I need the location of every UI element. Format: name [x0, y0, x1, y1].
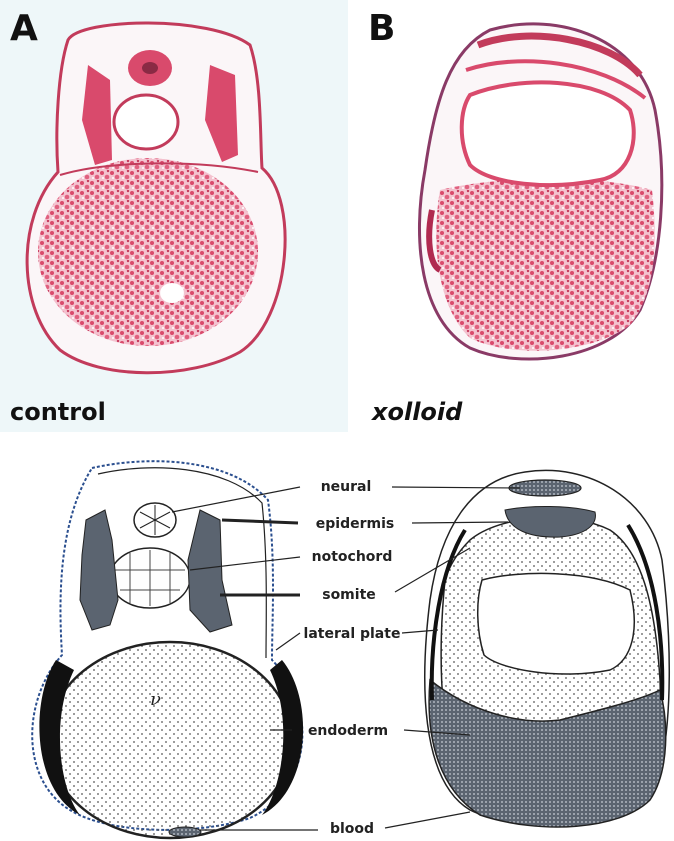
schematic-xolloid: [425, 470, 669, 827]
cavity-b: [462, 82, 634, 185]
label-epidermis: epidermis: [316, 516, 394, 532]
label-endoderm: endoderm: [308, 723, 388, 739]
neural-canal-a: [142, 62, 158, 74]
caption-xolloid: xolloid: [371, 398, 463, 426]
label-neural: neural: [321, 479, 372, 495]
label-somite: somite: [322, 587, 376, 603]
xolloid-cavity: [478, 573, 635, 674]
schematic-control: ν: [32, 461, 303, 838]
control-endoderm-mark: ν: [150, 689, 161, 710]
yolk-cavity-a: [160, 283, 184, 303]
yolk-mass-a: [38, 158, 258, 346]
panel-letter-b: B: [368, 8, 395, 49]
label-blood: blood: [330, 821, 374, 837]
photo-b-section: [419, 24, 661, 359]
endoderm-b: [436, 179, 655, 351]
label-lateral-plate: lateral plate: [304, 626, 401, 642]
panel-letter-a: A: [10, 8, 38, 49]
leader-lateral-plate-left: [276, 633, 300, 650]
label-notochord: notochord: [312, 549, 393, 565]
control-blood: [169, 827, 201, 837]
photo-a-section: [27, 23, 285, 373]
leader-blood-right: [385, 812, 470, 828]
notochord-a: [114, 95, 178, 149]
caption-control: control: [10, 398, 106, 426]
control-endoderm: [48, 642, 292, 838]
